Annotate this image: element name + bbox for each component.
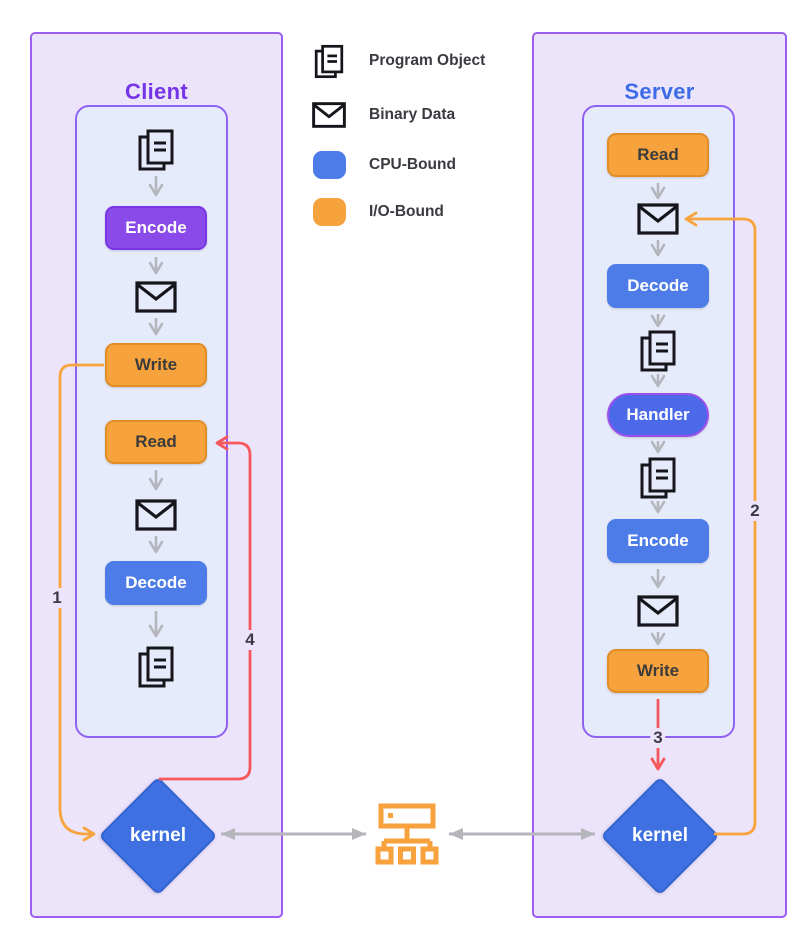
envelope-icon: [637, 203, 679, 235]
legend-item-io-bound: I/O-Bound: [311, 198, 444, 226]
legend-label: CPU-Bound: [369, 156, 456, 173]
legend-label: I/O-Bound: [369, 203, 444, 220]
cpu-bound-swatch: [312, 151, 346, 179]
client-write-step: Write: [105, 343, 207, 387]
program-object-icon: [138, 129, 174, 171]
seq-label-4: 4: [242, 630, 258, 650]
binary-data-icon: [135, 499, 177, 531]
server-read-step: Read: [607, 133, 709, 177]
client-decode-step: Decode: [105, 561, 207, 605]
client-encode-step: Encode: [105, 206, 207, 250]
legend-item-program-object: Program Object: [311, 42, 485, 80]
io-bound-swatch: [311, 198, 347, 226]
legend-label: Program Object: [369, 52, 486, 69]
binary-data-icon: [135, 281, 177, 313]
io-bound-swatch: [312, 198, 346, 226]
envelope-icon: [312, 102, 346, 128]
network-switch-icon: [375, 802, 439, 866]
seq-label-1: 1: [49, 588, 65, 608]
server-decode-step: Decode: [607, 264, 709, 308]
program-object-icon: [640, 330, 676, 372]
seq-label-3: 3: [650, 728, 666, 748]
seq-label-2: 2: [747, 501, 763, 521]
program-object-icon: [311, 43, 347, 80]
program-object-icon: [136, 644, 176, 690]
server-title: Server: [624, 79, 695, 104]
server-handler-step: Handler: [607, 393, 709, 437]
envelope-icon: [135, 281, 177, 313]
client-title: Client: [125, 79, 188, 104]
program-object-icon: [638, 328, 678, 374]
server-kernel-label: kernel: [632, 824, 688, 846]
binary-data-icon: [311, 102, 347, 128]
client-read-step: Read: [105, 420, 207, 464]
program-object-icon: [314, 44, 344, 78]
envelope-icon: [637, 595, 679, 627]
network-switch-icon: [375, 803, 439, 865]
legend-item-binary-data: Binary Data: [311, 102, 455, 128]
program-object-icon: [136, 127, 176, 173]
legend-item-cpu-bound: CPU-Bound: [311, 151, 456, 179]
cpu-bound-swatch: [311, 151, 347, 179]
indicator-dot: [388, 813, 393, 818]
binary-data-icon: [637, 595, 679, 627]
envelope-icon: [135, 499, 177, 531]
program-object-icon: [638, 455, 678, 501]
server-encode-step: Encode: [607, 519, 709, 563]
binary-data-icon: [637, 203, 679, 235]
program-object-icon: [640, 457, 676, 499]
server-write-step: Write: [607, 649, 709, 693]
program-object-icon: [138, 646, 174, 688]
client-kernel-label: kernel: [130, 824, 186, 846]
legend-label: Binary Data: [369, 106, 456, 123]
